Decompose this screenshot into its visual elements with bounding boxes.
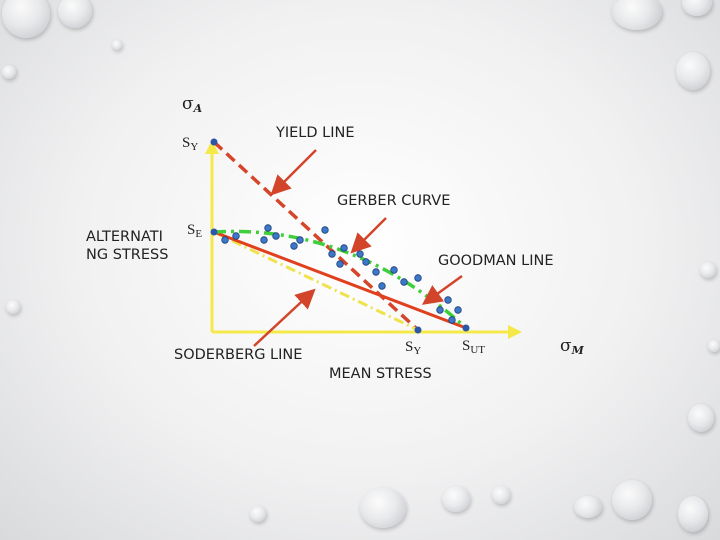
alternating-stress-line1: ALTERNATI — [86, 229, 163, 245]
y-axis-arrow — [205, 140, 219, 154]
se-label: SE — [187, 222, 203, 240]
data-point — [356, 250, 364, 258]
alternating-stress-line2: NG STRESS — [86, 246, 169, 263]
sy-mean-label: SY — [405, 339, 422, 357]
water-drop — [6, 300, 20, 314]
water-drop — [360, 488, 406, 528]
sut-point — [462, 324, 470, 332]
gerber-curve-label: GERBER CURVE — [337, 193, 451, 209]
data-point — [448, 316, 456, 324]
yield-line — [212, 140, 420, 332]
water-drop — [708, 340, 720, 352]
water-drop — [678, 496, 708, 532]
water-drop — [612, 480, 652, 520]
data-point — [400, 278, 408, 286]
yield-line-pointer — [270, 149, 317, 196]
data-point — [414, 274, 422, 282]
axes — [205, 140, 522, 339]
data-point — [436, 306, 444, 314]
water-drop — [492, 486, 510, 504]
data-points — [221, 224, 462, 324]
alternating-stress-label: ALTERNATI NG STRESS — [86, 229, 169, 264]
water-drop — [612, 0, 662, 30]
data-point — [362, 258, 370, 266]
data-point — [444, 296, 452, 304]
sut-label: SUT — [462, 338, 486, 356]
data-point — [321, 226, 329, 234]
water-drop — [112, 40, 122, 50]
goodman-line — [213, 230, 467, 330]
data-point — [372, 268, 380, 276]
water-drop — [442, 486, 470, 512]
sigma-a-label: σA — [182, 94, 203, 115]
water-drop — [574, 496, 602, 518]
water-drop — [250, 506, 266, 522]
water-drop — [688, 404, 714, 432]
soderberg-line — [213, 230, 419, 332]
soderberg-line-label: SODERBERG LINE — [174, 347, 303, 363]
data-point — [454, 306, 462, 314]
data-point — [328, 250, 336, 258]
water-drop — [2, 0, 50, 38]
data-point — [336, 260, 344, 268]
goodman-line-label: GOODMAN LINE — [438, 253, 554, 269]
mean-stress-label: MEAN STRESS — [329, 366, 432, 382]
water-drop — [58, 0, 92, 28]
water-drop — [2, 65, 16, 79]
water-drop — [676, 52, 710, 90]
data-point — [221, 236, 229, 244]
data-point — [390, 266, 398, 274]
data-point — [232, 232, 240, 240]
se-point — [210, 228, 218, 236]
soderberg-line-pointer — [253, 288, 316, 347]
goodman-line-pointer — [421, 274, 463, 305]
sy-axis-point — [210, 138, 218, 146]
data-point — [260, 236, 268, 244]
data-point — [272, 232, 280, 240]
sigma-m-label: σM — [560, 336, 584, 357]
water-drop — [682, 0, 712, 16]
data-point — [264, 224, 272, 232]
data-point — [340, 244, 348, 252]
gerber-curve — [213, 229, 468, 330]
data-point — [296, 236, 304, 244]
gerber-curve-pointer — [350, 217, 387, 254]
x-axis-arrow — [508, 325, 522, 339]
sy-axis-label: SY — [182, 135, 199, 153]
water-drop — [700, 262, 716, 278]
data-point — [378, 282, 386, 290]
sy-mean-point — [414, 326, 422, 334]
yield-line-label: YIELD LINE — [276, 125, 355, 141]
data-point — [290, 242, 298, 250]
